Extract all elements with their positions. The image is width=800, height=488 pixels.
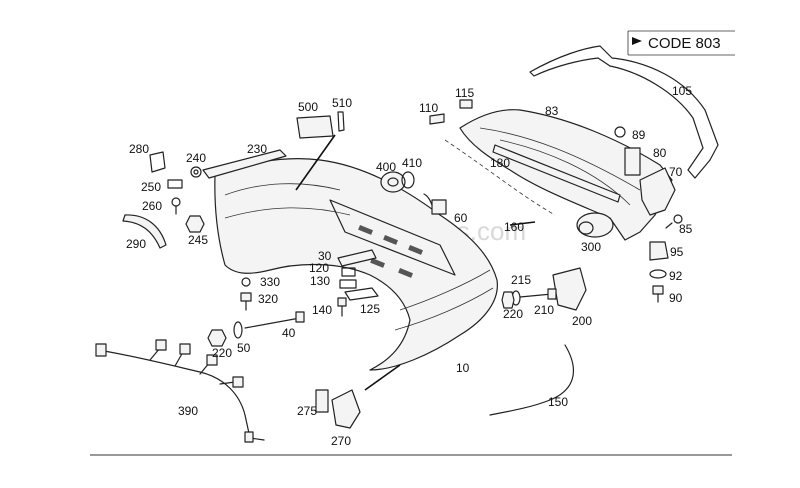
arrow-icon	[632, 37, 642, 45]
part-95	[649, 241, 669, 261]
part-230-bracket	[202, 149, 287, 179]
part-300-light	[576, 212, 614, 238]
part-60-connector	[423, 193, 447, 215]
part-105-spoiler	[529, 45, 719, 179]
label-390: 390	[178, 404, 198, 418]
part-110	[429, 113, 445, 125]
label-160: 160	[504, 220, 524, 234]
leader-lines	[295, 134, 536, 391]
label-105: 105	[672, 84, 692, 98]
label-95: 95	[670, 245, 684, 259]
label-200: 200	[572, 314, 592, 328]
part-330-clip	[241, 277, 251, 287]
part-40-bolt	[244, 311, 305, 329]
label-510: 510	[332, 96, 352, 110]
label-240: 240	[186, 151, 206, 165]
part-130-bracket	[339, 279, 357, 289]
label-70: 70	[669, 165, 683, 179]
part-160-strip	[444, 139, 556, 216]
label-500: 500	[298, 100, 318, 114]
part-270-bracket	[331, 389, 361, 429]
code-label: CODE 803	[648, 35, 721, 52]
part-220-nut-right	[501, 291, 515, 309]
part-115	[459, 99, 473, 109]
part-250-clip	[167, 179, 183, 189]
label-215: 215	[511, 273, 531, 287]
label-83: 83	[545, 104, 559, 118]
part-140-screw	[337, 297, 347, 317]
label-410: 410	[402, 156, 422, 170]
label-250: 250	[141, 180, 161, 194]
label-85: 85	[679, 222, 693, 236]
part-210-bolt	[519, 288, 557, 300]
part-92-washer	[649, 269, 667, 279]
label-270: 270	[331, 434, 351, 448]
label-120: 120	[309, 261, 329, 275]
label-10: 10	[456, 361, 470, 375]
part-510-strip	[337, 111, 345, 132]
label-180: 180	[490, 156, 510, 170]
part-400-sensor	[380, 171, 406, 193]
label-400: 400	[376, 160, 396, 174]
part-30-bracket	[337, 249, 377, 267]
label-80: 80	[653, 146, 667, 160]
part-150-strip	[489, 344, 574, 416]
label-30: 30	[318, 249, 332, 263]
label-50: 50	[237, 341, 251, 355]
label-210: 210	[534, 303, 554, 317]
label-245: 245	[188, 233, 208, 247]
label-275: 275	[297, 404, 317, 418]
label-320: 320	[258, 292, 278, 306]
part-50-washer	[233, 321, 243, 339]
part-280	[149, 151, 166, 173]
label-300: 300	[581, 240, 601, 254]
label-230: 230	[247, 142, 267, 156]
part-labels: 105 83 115 110 500 510 89 80 70 280 230 …	[126, 84, 693, 448]
part-320-screw	[240, 292, 252, 311]
part-80-bracket	[624, 147, 641, 176]
part-240-clip	[190, 166, 202, 178]
label-220-left: 220	[212, 346, 232, 360]
label-125: 125	[360, 302, 380, 316]
part-90-screw	[652, 285, 664, 303]
part-10-main-bumper	[214, 158, 498, 371]
part-390-harness	[95, 339, 265, 443]
label-60: 60	[454, 211, 468, 225]
part-125-bracket	[344, 287, 379, 301]
label-89: 89	[632, 128, 646, 142]
label-115: 115	[455, 86, 474, 100]
part-85-bolt	[665, 214, 683, 229]
label-110: 110	[419, 101, 438, 115]
label-92: 92	[669, 269, 683, 283]
label-150: 150	[548, 395, 568, 409]
part-245-nut	[185, 215, 205, 233]
part-200-bracket	[552, 267, 587, 311]
label-90: 90	[669, 291, 683, 305]
label-280: 280	[129, 142, 149, 156]
part-410-ring	[401, 171, 415, 189]
part-89-clip	[614, 126, 626, 138]
label-290: 290	[126, 237, 146, 251]
label-40: 40	[282, 326, 296, 340]
label-220-right: 220	[503, 307, 523, 321]
part-500-cover	[296, 115, 334, 139]
part-180-trim	[492, 144, 621, 203]
part-260-bolt	[171, 197, 181, 215]
label-330: 330	[260, 275, 280, 289]
label-260: 260	[142, 199, 162, 213]
label-140: 140	[312, 303, 332, 317]
part-220-nut-left	[207, 329, 227, 347]
part-120-bracket	[341, 267, 356, 277]
part-290-trim	[122, 214, 167, 249]
part-275	[315, 389, 329, 413]
part-70-bracket	[639, 167, 676, 216]
bumper-inner-structure	[329, 199, 456, 278]
label-130: 130	[310, 274, 330, 288]
code-box: CODE 803	[627, 30, 735, 56]
